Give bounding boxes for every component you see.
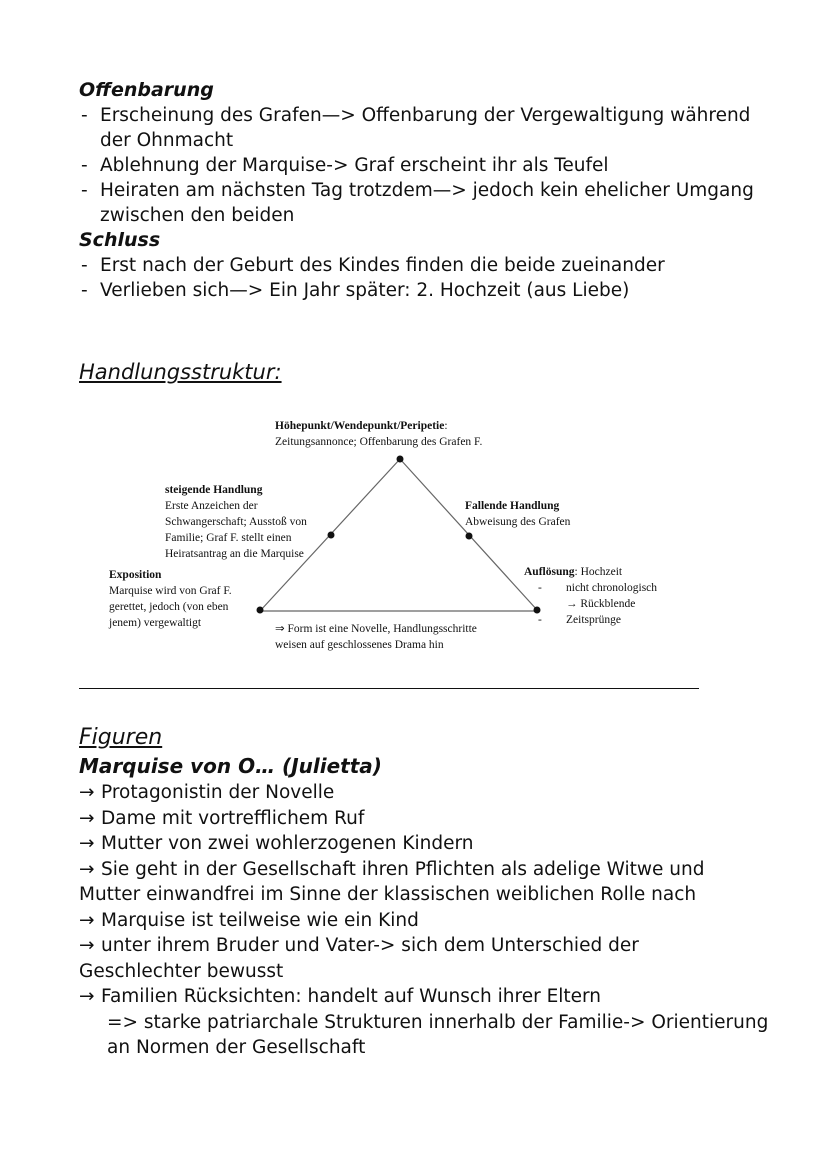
arrow-icon: → — [79, 833, 95, 854]
rising-line: Heiratsantrag an die Marquise — [165, 548, 304, 560]
heading-handlungsstruktur: Handlungsstruktur: — [79, 360, 282, 384]
structure-section: Handlungsstruktur: — [79, 358, 282, 386]
exposition-label: Exposition Marquise wird von Graf F. ger… — [109, 567, 232, 631]
item-text: Familien Rücksichten: handelt auf Wunsch… — [101, 986, 602, 1007]
list-item: Erst nach der Geburt des Kindes finden d… — [79, 253, 759, 278]
list-item: → Protagonistin der Novelle — [79, 780, 779, 806]
item-text: Sie geht in der Gesellschaft ihren Pflic… — [79, 858, 705, 906]
peak-title: Höhepunkt/Wendepunkt/Peripetie — [275, 420, 445, 432]
falling-label: Fallende Handlung Abweisung des Grafen — [465, 498, 570, 530]
list-item: →unter ihrem Bruder und Vater-> sich dem… — [79, 933, 759, 984]
rising-label: steigende Handlung Erste Anzeichen der S… — [165, 482, 307, 562]
continuation-line: => starke patriarchale Strukturen innerh… — [107, 1011, 769, 1033]
item-text: unter ihrem Bruder und Vater-> sich dem … — [79, 935, 639, 982]
continuation-line: an Normen der Gesellschaft — [107, 1037, 366, 1058]
list-item: Erscheinung des Grafen—> Offenbarung der… — [79, 103, 759, 153]
horizontal-rule — [79, 688, 699, 689]
schluss-list: Erst nach der Geburt des Kindes finden d… — [79, 253, 759, 303]
resolution-bullet: -nicht chronologisch — [538, 582, 658, 594]
rising-title: steigende Handlung — [165, 484, 263, 496]
arrow-icon: → — [79, 935, 95, 956]
resolution-label: Auflösung: Hochzeit — [524, 566, 623, 578]
resolution-bullet: → Rückblende — [538, 596, 657, 612]
list-item: → Mutter von zwei wohlerzogenen Kindern — [79, 831, 779, 857]
item-text: Marquise ist teilweise wie ein Kind — [101, 909, 419, 931]
resolution-bullet-text: → Rückblende — [566, 598, 636, 610]
rising-line: Erste Anzeichen der — [165, 500, 258, 512]
resolution-bullet-text: Zeitsprünge — [566, 614, 621, 626]
arrow-icon: → — [79, 782, 95, 803]
peak-label: Höhepunkt/Wendepunkt/Peripetie: Zeitungs… — [275, 420, 483, 448]
rising-line: Familie; Graf F. stellt einen — [165, 532, 292, 544]
plot-structure-diagram: Höhepunkt/Wendepunkt/Peripetie: Zeitungs… — [105, 418, 705, 663]
falling-title: Fallende Handlung — [465, 500, 560, 512]
rising-line: Schwangerschaft; Ausstoß von — [165, 516, 307, 528]
peak-point — [396, 455, 404, 463]
resolution-bullets: -nicht chronologisch → Rückblende -Zeits… — [538, 580, 657, 628]
resolution-point — [533, 606, 541, 614]
form-note-line: weisen auf geschlossenes Drama hin — [275, 639, 444, 651]
exposition-line: jenem) vergewaltigt — [109, 617, 202, 629]
resolution-bullet: -Zeitsprünge — [538, 614, 621, 626]
plot-summary: Offenbarung Erscheinung des Grafen—> Off… — [79, 78, 759, 303]
offenbarung-list: Erscheinung des Grafen—> Offenbarung der… — [79, 103, 759, 228]
exposition-title: Exposition — [109, 569, 162, 581]
item-text: Protagonistin der Novelle — [101, 782, 335, 803]
list-item: → Dame mit vortrefflichem Ruf — [79, 806, 779, 832]
form-note: ⇒ Form ist eine Novelle, Handlungsschrit… — [275, 621, 477, 653]
list-item: Verlieben sich—> Ein Jahr später: 2. Hoc… — [79, 278, 759, 303]
triangle-diagram — [256, 455, 541, 614]
falling-text: Abweisung des Grafen — [465, 516, 571, 528]
exposition-line: Marquise wird von Graf F. — [109, 585, 232, 597]
character-name: Marquise von O… (Julietta) — [79, 754, 382, 778]
arrow-icon: → — [79, 807, 95, 829]
arrow-icon: → — [79, 986, 95, 1007]
list-item: Heiraten am nächsten Tag trotzdem—> jedo… — [79, 178, 759, 228]
list-item: Ablehnung der Marquise-> Graf erscheint … — [79, 153, 759, 178]
exposition-point — [256, 606, 264, 614]
list-item: → Marquise ist teilweise wie ein Kind — [79, 908, 779, 934]
arrow-icon: → — [79, 858, 95, 880]
item-text: Dame mit vortrefflichem Ruf — [101, 807, 365, 829]
list-item: → Familien Rücksichten: handelt auf Wunsc… — [79, 984, 779, 1010]
heading-figuren: Figuren — [79, 725, 163, 750]
characters-section: Figuren Marquise von O… (Julietta) → Prot… — [79, 724, 779, 1061]
heading-schluss: Schluss — [79, 229, 161, 251]
exposition-line: gerettet, jedoch (von eben — [109, 601, 229, 613]
heading-offenbarung: Offenbarung — [79, 79, 214, 101]
rising-point — [327, 531, 335, 539]
peak-text: Zeitungsannonce; Offenbarung des Grafen … — [275, 436, 483, 448]
item-text: Mutter von zwei wohlerzogenen Kindern — [101, 833, 474, 854]
resolution-title: Auflösung — [524, 566, 575, 578]
list-item: →Sie geht in der Gesellschaft ihren Pfli… — [79, 857, 719, 908]
resolution-text: Hochzeit — [580, 566, 623, 578]
form-note-line: ⇒ Form ist eine Novelle, Handlungsschrit… — [275, 623, 477, 635]
arrow-icon: → — [79, 909, 95, 931]
falling-point — [465, 532, 473, 540]
resolution-bullet-text: nicht chronologisch — [566, 582, 658, 594]
